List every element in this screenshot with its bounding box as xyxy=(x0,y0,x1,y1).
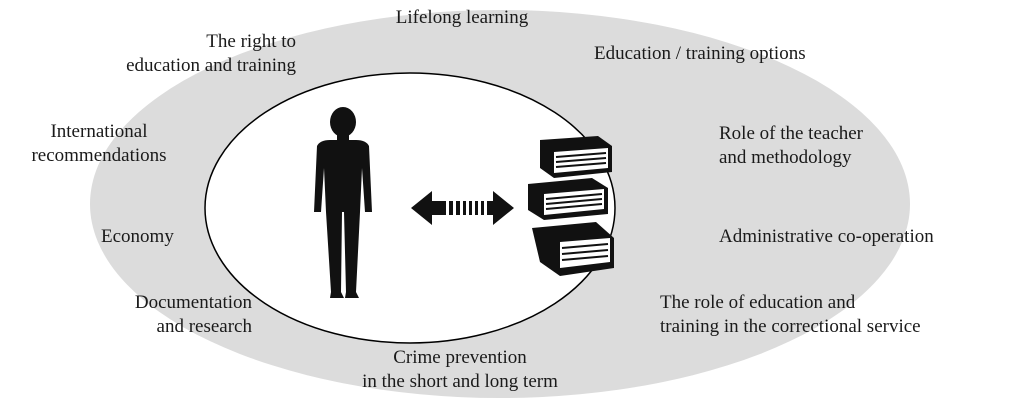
label-line: International xyxy=(50,121,148,142)
label-line: in the short and long term xyxy=(362,371,558,392)
label-line: Lifelong learning xyxy=(395,7,529,28)
label-line: Documentation xyxy=(134,292,252,313)
label-documentation-research: Documentation and research xyxy=(60,291,252,339)
label-international-recommendations: International recommendations xyxy=(4,120,194,168)
label-right-to-education: The right to education and training xyxy=(60,30,296,78)
double-arrow-icon xyxy=(411,191,514,225)
inner-ellipse xyxy=(204,72,616,344)
label-role-education-correctional: The role of education and training in th… xyxy=(660,291,1005,339)
label-line: and research xyxy=(156,316,252,337)
label-line: training in the correctional service xyxy=(660,316,921,337)
label-administrative-cooperation: Administrative co-operation xyxy=(719,225,1004,249)
label-line: Economy xyxy=(101,226,174,247)
label-crime-prevention: Crime prevention in the short and long t… xyxy=(320,346,600,394)
label-line: recommendations xyxy=(31,145,167,166)
label-line: Administrative co-operation xyxy=(719,226,934,247)
label-line: Crime prevention xyxy=(393,347,527,368)
label-economy: Economy xyxy=(101,225,221,249)
label-line: and methodology xyxy=(719,147,852,168)
label-line: education and training xyxy=(126,55,296,76)
label-line: The role of education and xyxy=(660,292,856,313)
label-line: The right to xyxy=(206,31,296,52)
label-role-of-teacher: Role of the teacher and methodology xyxy=(719,122,959,170)
book-stack-icon xyxy=(528,136,614,276)
label-line: Role of the teacher xyxy=(719,123,864,144)
label-education-training-options: Education / training options xyxy=(594,42,894,66)
label-lifelong-learning: Lifelong learning xyxy=(362,6,562,30)
label-line: Education / training options xyxy=(594,43,806,64)
person-silhouette-icon xyxy=(314,107,372,298)
